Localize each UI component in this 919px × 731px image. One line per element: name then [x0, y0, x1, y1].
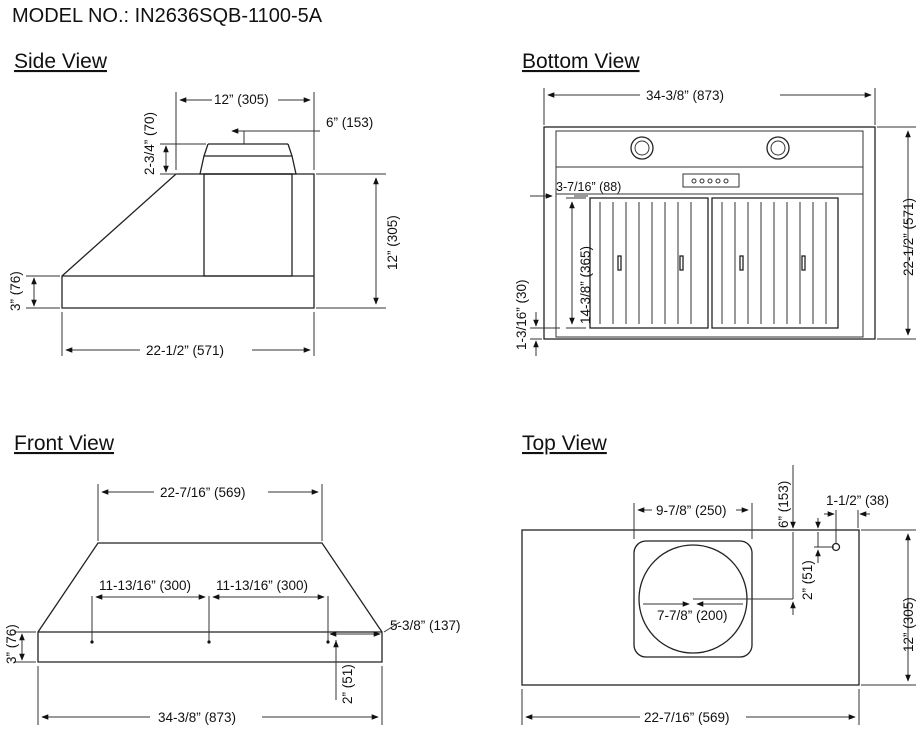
- side-body-height: 12” (305): [385, 215, 400, 270]
- bottom-view: Bottom View: [514, 50, 916, 356]
- top-view-dimension-lines: [521, 465, 916, 725]
- filter-handle-icon: [739, 255, 744, 271]
- top-view: Top View: [521, 432, 916, 725]
- bottom-view-title: Bottom View: [522, 50, 640, 73]
- front-spacing-left: 11-13/16” (300): [99, 578, 191, 593]
- baffle-filters: [589, 197, 839, 329]
- filter-handle-icon: [801, 255, 806, 271]
- side-top-width: 12” (305): [214, 92, 269, 107]
- filter-handle-icon: [617, 255, 622, 271]
- bottom-width: 34-3/8” (873): [646, 88, 724, 103]
- side-depth: 22-1/2” (571): [146, 343, 224, 358]
- light-icon: [630, 136, 654, 160]
- top-width: 22-7/16” (569): [644, 710, 730, 725]
- front-bracket: 2” (51): [340, 664, 355, 704]
- top-depth: 12” (305): [901, 597, 916, 652]
- filter-handle-icon: [679, 255, 684, 271]
- bottom-rear-margin: 1-3/16” (30): [514, 279, 529, 350]
- bottom-view-dimension-lines: [530, 88, 916, 356]
- top-view-title: Top View: [522, 432, 608, 455]
- front-height: 3” (76): [4, 624, 19, 664]
- side-front-height: 3” (76): [8, 271, 23, 311]
- top-hole: 1-1/2” (38): [826, 493, 889, 508]
- top-duct-offset: 6” (153): [776, 481, 791, 528]
- model-number: MODEL NO.: IN2636SQB-1100-5A: [12, 5, 323, 27]
- side-view: Side View: [8, 50, 400, 358]
- front-view-dimension-lines: [14, 484, 401, 725]
- front-spacing-right: 11-13/16” (300): [216, 578, 308, 593]
- front-side-offset: 5-3/8” (137): [390, 618, 461, 633]
- top-collar: 9-7/8” (250): [656, 503, 727, 518]
- front-top-width: 22-7/16” (569): [160, 485, 246, 500]
- bottom-filter-depth: 14-3/8” (365): [578, 246, 593, 324]
- side-collar-height: 2-3/4” (70): [142, 112, 157, 175]
- top-duct-diameter: 7-7/8” (200): [657, 608, 728, 623]
- front-view-title: Front View: [14, 432, 115, 455]
- front-view: Front View: [4, 432, 461, 725]
- side-view-dimension-lines: [26, 92, 386, 356]
- front-width: 34-3/8” (873): [158, 710, 236, 725]
- top-hole-offset: 2” (51): [800, 560, 815, 600]
- side-duct: 6” (153): [326, 115, 373, 130]
- bottom-depth: 22-1/2” (571): [901, 198, 916, 276]
- front-view-outline: [37, 542, 383, 663]
- bottom-offset: 3-7/16” (88): [556, 180, 621, 194]
- side-view-outline: [61, 143, 315, 309]
- bottom-view-outline: [543, 126, 876, 340]
- light-icon: [766, 136, 790, 160]
- side-view-title: Side View: [14, 50, 108, 73]
